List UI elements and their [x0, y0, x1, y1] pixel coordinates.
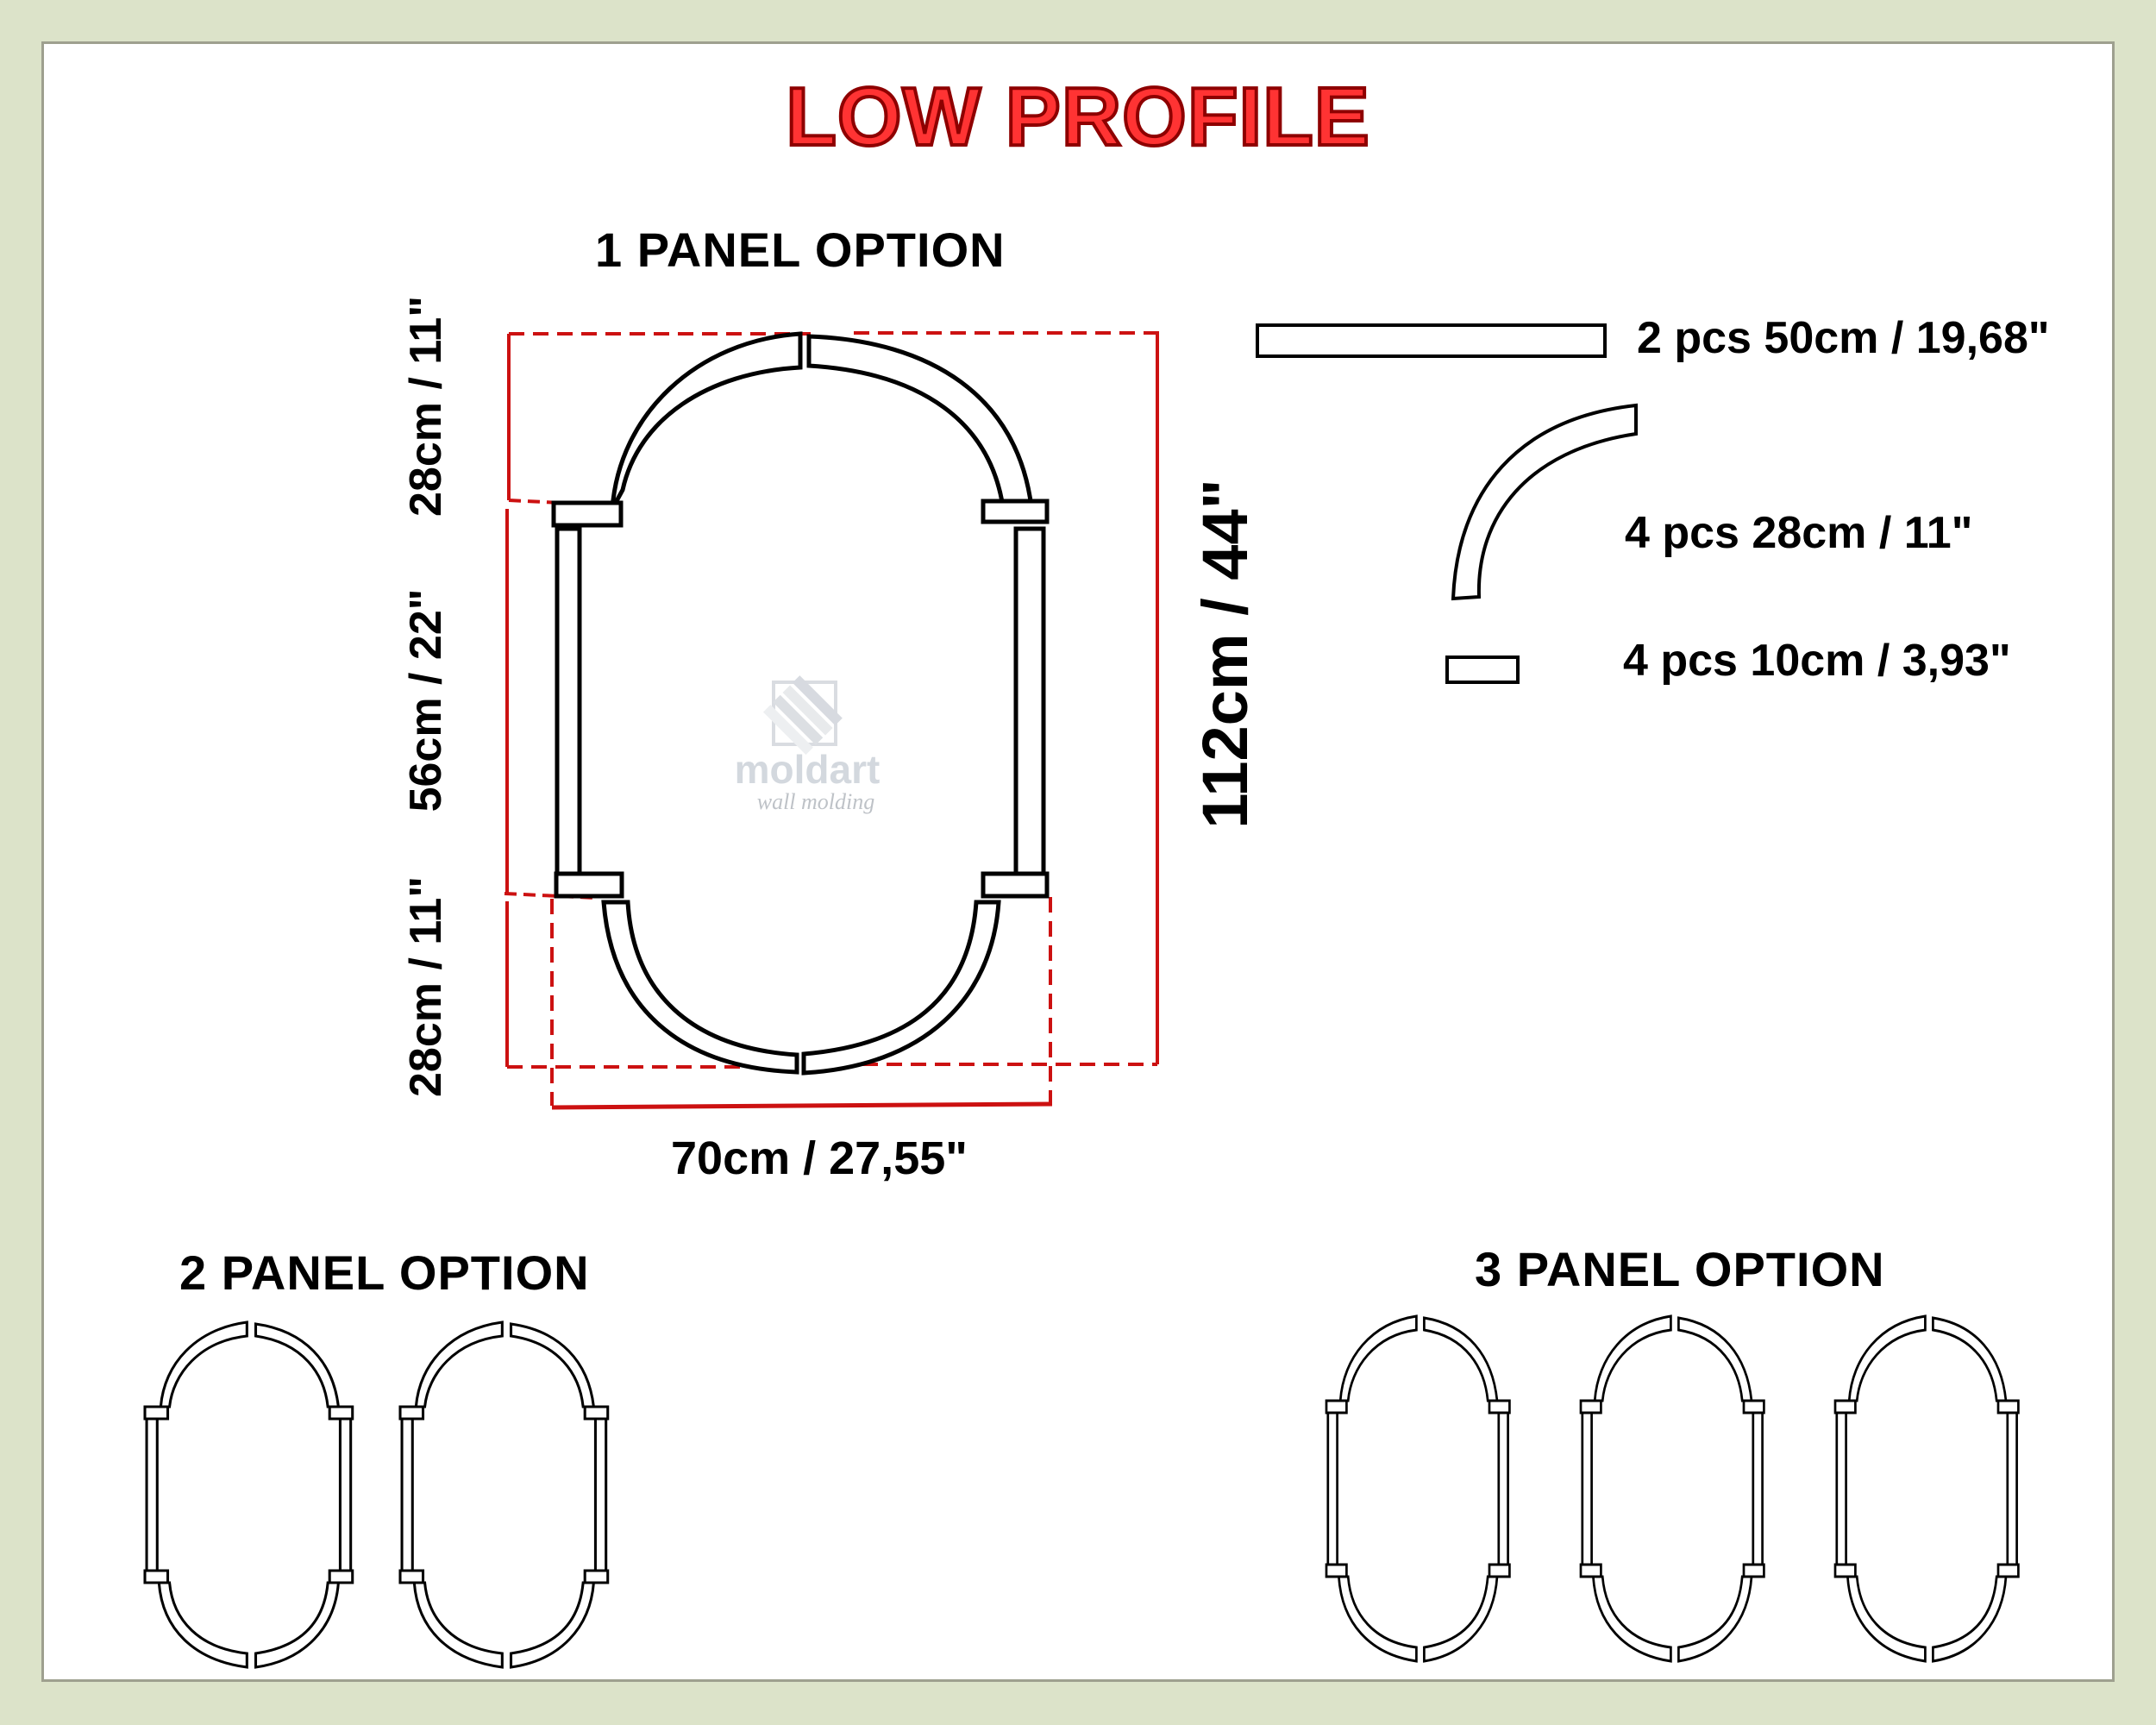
- three-panel-heading: 3 PANEL OPTION: [1475, 1242, 1885, 1296]
- width-dimension: 70cm / 27,55": [671, 1132, 968, 1184]
- page-title: LOW PROFILE: [784, 71, 1371, 163]
- one-panel-heading: 1 PANEL OPTION: [595, 223, 1006, 277]
- moldart-watermark-logo: moldart wall molding: [735, 675, 881, 814]
- two-panel-heading: 2 PANEL OPTION: [179, 1245, 590, 1300]
- three-panel-frame-2: [1579, 1314, 1765, 1663]
- parts-item-short-block: 4 pcs 10cm / 3,93": [1623, 636, 2011, 686]
- three-panel-frame-3: [1833, 1314, 2020, 1663]
- one-panel-molding: [551, 331, 1050, 1076]
- parts-item-straight-bar: 2 pcs 50cm / 19,68": [1637, 313, 2050, 363]
- curved-arc-shape: [1451, 403, 1638, 601]
- straight-bar-shape: [1256, 323, 1607, 358]
- dimension-lines: [504, 331, 1160, 1110]
- watermark-brand: moldart: [735, 747, 881, 792]
- diagram-sheet: [41, 41, 2115, 1682]
- watermark-tagline: wall molding: [757, 789, 875, 814]
- three-panel-frame-1: [1325, 1314, 1511, 1663]
- short-block-shape: [1445, 656, 1520, 684]
- parts-item-curved-arc: 4 pcs 28cm / 11": [1625, 508, 1973, 558]
